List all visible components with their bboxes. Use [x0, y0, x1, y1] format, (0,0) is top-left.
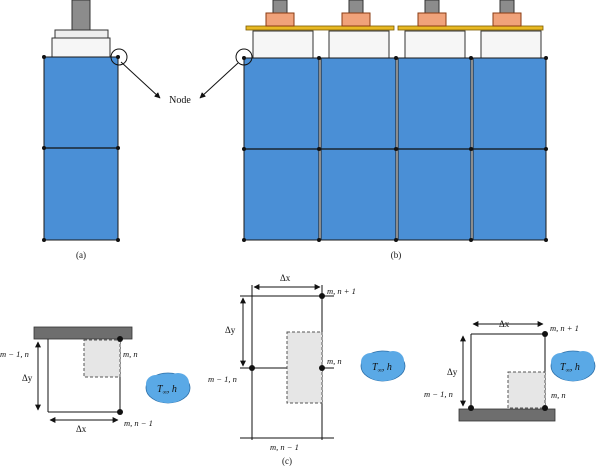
cloud-icon-right: T∞, h: [550, 350, 596, 382]
control-volume-left: [83, 339, 121, 378]
busbar-left: [245, 25, 395, 31]
figure-b: (b): [235, 0, 548, 260]
terminal-b4: [480, 30, 542, 59]
node-arrow-left: [120, 61, 161, 99]
label-m-n-right: m, n: [551, 390, 566, 400]
bolt-b4: [499, 0, 515, 14]
cloud-t-middle: T: [372, 362, 379, 373]
svg-text:T∞, h: T∞, h: [560, 362, 580, 374]
nut-b3: [417, 12, 447, 27]
terminal-b3: [404, 30, 466, 59]
figure-c-middle: Δx m, n + 1 Δy m, n m − 1, n m, n − 1 T∞…: [208, 273, 406, 466]
node-highlight-a: [110, 48, 128, 66]
caption-b: (b): [391, 250, 402, 260]
label-m-n-plus-1-right: m, n + 1: [550, 323, 579, 333]
svg-text:T∞, h: T∞, h: [157, 384, 177, 396]
cloud-inf-right: ∞: [566, 368, 571, 374]
bolt-a: [71, 0, 91, 31]
control-volume-right: [507, 371, 546, 409]
label-dx-left: Δx: [76, 424, 87, 434]
label-dy-left: Δy: [22, 373, 33, 383]
terminal-base-a: [51, 37, 111, 58]
nut-b4: [492, 12, 522, 27]
label-m-n-minus-1-left: m, n − 1: [124, 418, 153, 428]
node-callout: Node: [120, 61, 239, 106]
label-m-n-plus-1-middle: m, n + 1: [327, 286, 356, 296]
label-dx-right: Δx: [499, 319, 510, 329]
label-dy-middle: Δy: [225, 325, 236, 335]
nodes-a: [42, 55, 120, 242]
label-m-n-minus-1-middle: m, n − 1: [270, 442, 299, 452]
cloud-inf-middle: ∞: [378, 368, 383, 374]
bolt-b2: [348, 0, 364, 14]
label-dy-right: Δy: [447, 367, 458, 377]
cloud-h-left: , h: [167, 384, 177, 395]
bolt-b3: [424, 0, 440, 14]
label-m-minus-1-n-middle: m − 1, n: [208, 374, 237, 384]
cloud-icon-left: T∞, h: [145, 372, 191, 404]
wall-top-left: [33, 326, 133, 340]
cloud-h-middle: , h: [382, 362, 392, 373]
label-m-n-middle: m, n: [327, 356, 342, 366]
nut-b1: [265, 12, 295, 27]
label-m-minus-1-n-right: m − 1, n: [424, 389, 453, 399]
label-m-n-left: m, n: [123, 349, 138, 359]
terminal-cap-a: [54, 29, 109, 39]
control-volume-middle: [286, 331, 323, 404]
svg-text:T∞, h: T∞, h: [372, 362, 392, 374]
cloud-icon-middle: T∞, h: [360, 350, 406, 382]
label-dx-middle: Δx: [280, 273, 291, 283]
cloud-t-left: T: [157, 384, 164, 395]
terminal-b2: [328, 30, 390, 59]
caption-c: (c): [282, 456, 292, 466]
caption-a: (a): [76, 250, 86, 260]
nodes-b: [242, 56, 548, 242]
cloud-t-right: T: [560, 362, 567, 373]
node-label: Node: [169, 95, 191, 106]
cloud-inf-left: ∞: [163, 390, 168, 396]
busbar-right: [397, 25, 544, 31]
node-highlight-b: [235, 48, 253, 66]
label-m-minus-1-n-left: m − 1, n: [0, 349, 29, 359]
figure-a: (a): [42, 0, 128, 260]
wall-bottom-right: [458, 408, 556, 422]
bolt-b1: [272, 0, 288, 14]
figure-c-left: m − 1, n Δy m, n Δx m, n − 1 T∞, h: [0, 326, 191, 434]
terminal-b1: [252, 30, 314, 59]
cloud-h-right: , h: [570, 362, 580, 373]
figure-c-right: Δx m, n + 1 Δy m − 1, n m, n T∞, h: [424, 319, 596, 422]
node-arrow-right: [199, 62, 239, 99]
nut-b2: [341, 12, 371, 27]
